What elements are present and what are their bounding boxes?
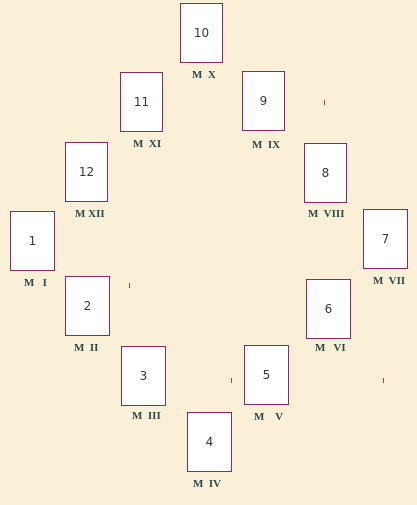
card-number: 10 bbox=[193, 26, 210, 40]
card-10[interactable]: 10 bbox=[180, 3, 223, 63]
card-label: M XII bbox=[75, 208, 105, 220]
card-label: M XI bbox=[133, 138, 162, 150]
tick-mark bbox=[383, 378, 384, 383]
card-number: 7 bbox=[381, 232, 390, 246]
card-number: 8 bbox=[321, 166, 330, 180]
card-number: 6 bbox=[324, 302, 333, 316]
card-3[interactable]: 3 bbox=[121, 346, 166, 406]
card-label: M VII bbox=[373, 275, 406, 287]
card-9[interactable]: 9 bbox=[242, 71, 285, 131]
tick-mark bbox=[324, 100, 325, 105]
card-7[interactable]: 7 bbox=[363, 209, 408, 269]
card-5[interactable]: 5 bbox=[244, 345, 289, 405]
card-label: M VI bbox=[315, 342, 346, 354]
card-number: 11 bbox=[133, 95, 150, 109]
card-label: M V bbox=[254, 411, 284, 423]
card-label: M X bbox=[192, 69, 216, 81]
card-number: 3 bbox=[139, 369, 148, 383]
card-number: 2 bbox=[83, 299, 92, 313]
card-number: 4 bbox=[205, 435, 214, 449]
card-4[interactable]: 4 bbox=[187, 412, 232, 472]
card-number: 1 bbox=[28, 234, 37, 248]
card-number: 12 bbox=[78, 165, 95, 179]
card-6[interactable]: 6 bbox=[306, 279, 351, 339]
card-1[interactable]: 1 bbox=[10, 211, 55, 271]
card-number: 5 bbox=[262, 368, 271, 382]
card-label: M III bbox=[132, 410, 161, 422]
card-label: M IX bbox=[252, 139, 281, 151]
card-12[interactable]: 12 bbox=[65, 142, 108, 202]
card-label: M VIII bbox=[308, 208, 345, 220]
card-2[interactable]: 2 bbox=[65, 276, 110, 336]
tick-mark bbox=[129, 283, 130, 288]
card-label: M I bbox=[24, 277, 47, 289]
tick-mark bbox=[231, 378, 232, 383]
card-8[interactable]: 8 bbox=[304, 143, 347, 203]
card-label: M II bbox=[74, 342, 99, 354]
card-11[interactable]: 11 bbox=[120, 72, 163, 132]
card-number: 9 bbox=[259, 94, 268, 108]
card-label: M IV bbox=[193, 478, 222, 490]
